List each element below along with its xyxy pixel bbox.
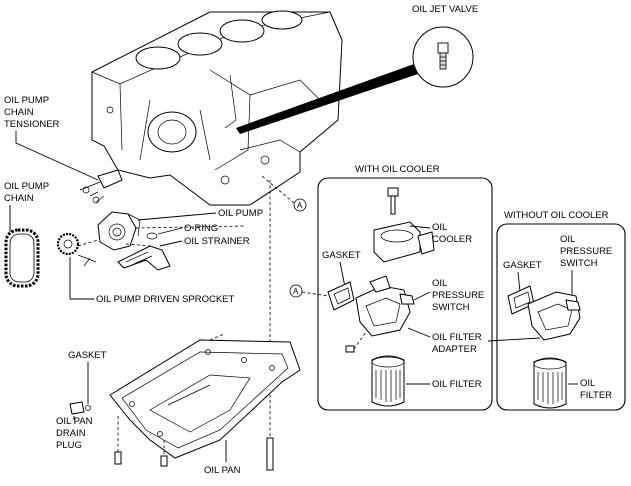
without-cooler-filter-label-2: FILTER [580, 390, 612, 401]
with-cooler-switch-label-3: SWITCH [432, 302, 470, 313]
with-cooler-gasket-label: GASKET [322, 250, 361, 261]
ref-a-label-1: A [297, 201, 303, 210]
oil-pump-label: OIL PUMP [218, 208, 263, 219]
with-cooler-switch-label-1: OIL [432, 278, 447, 289]
without-cooler-filter-label-1: OIL [580, 378, 595, 389]
drain-plug-label-3: PLUG [56, 440, 82, 451]
filter-adapter-label-1: OIL FILTER [432, 332, 482, 343]
filter-adapter-label-2: ADAPTER [432, 344, 477, 355]
tensioner-label-2: CHAIN [4, 107, 34, 118]
with-cooler-title: WITH OIL COOLER [355, 164, 440, 175]
engine-block [91, 10, 343, 206]
oil-pump-driven-sprocket: OIL PUMP DRIVEN SPROCKET [56, 232, 235, 305]
oil-strainer: O-RING OIL STRAINER [117, 223, 250, 271]
chain-label-1: OIL PUMP [4, 181, 49, 192]
oil-jet-valve: OIL JET VALVE [236, 4, 478, 134]
oil-jet-valve-label: OIL JET VALVE [412, 4, 478, 15]
oil-pan-label: OIL PAN [204, 465, 241, 476]
with-oil-cooler-panel: WITH OIL COOLER OIL COOLER GASKET OIL PR… [289, 164, 493, 411]
without-cooler-title: WITHOUT OIL COOLER [504, 210, 609, 221]
pan-gasket-label: GASKET [68, 350, 107, 361]
chain-label-2: CHAIN [4, 193, 34, 204]
o-ring-label: O-RING [184, 223, 218, 234]
oil-pan-drain-plug: GASKET OIL PAN DRAIN PLUG [56, 350, 274, 471]
without-cooler-switch-label-3: SWITCH [560, 258, 598, 269]
with-cooler-switch-label-2: PRESSURE [432, 290, 484, 301]
tensioner-label-1: OIL PUMP [4, 95, 49, 106]
with-cooler-filter-label: OIL FILTER [432, 379, 482, 390]
without-cooler-switch-label-1: OIL [560, 234, 575, 245]
oil-cooler-label-2: COOLER [432, 234, 472, 245]
oil-pan: OIL PAN [109, 333, 301, 476]
oil-pump: OIL PUMP [97, 208, 263, 251]
driven-sprocket-label: OIL PUMP DRIVEN SPROCKET [96, 294, 235, 305]
reference-a-block: A [261, 175, 307, 460]
without-cooler-gasket-label: GASKET [503, 260, 542, 271]
oil-pump-chain: OIL PUMP CHAIN [4, 181, 49, 288]
oil-strainer-label: OIL STRAINER [184, 236, 250, 247]
drain-plug-label-2: DRAIN [56, 428, 86, 439]
oil-pump-chain-tensioner: OIL PUMP CHAIN TENSIONER [4, 95, 123, 204]
tensioner-label-3: TENSIONER [4, 119, 60, 130]
drain-plug-label-1: OIL PAN [56, 416, 93, 427]
without-oil-cooler-panel: WITHOUT OIL COOLER OIL PRESSURE SWITCH G… [496, 210, 626, 411]
without-cooler-switch-label-2: PRESSURE [560, 246, 612, 257]
oil-cooler-label-1: OIL [432, 222, 447, 233]
ref-a-label-2: A [293, 287, 299, 296]
adapter-shared-leader [487, 337, 541, 342]
